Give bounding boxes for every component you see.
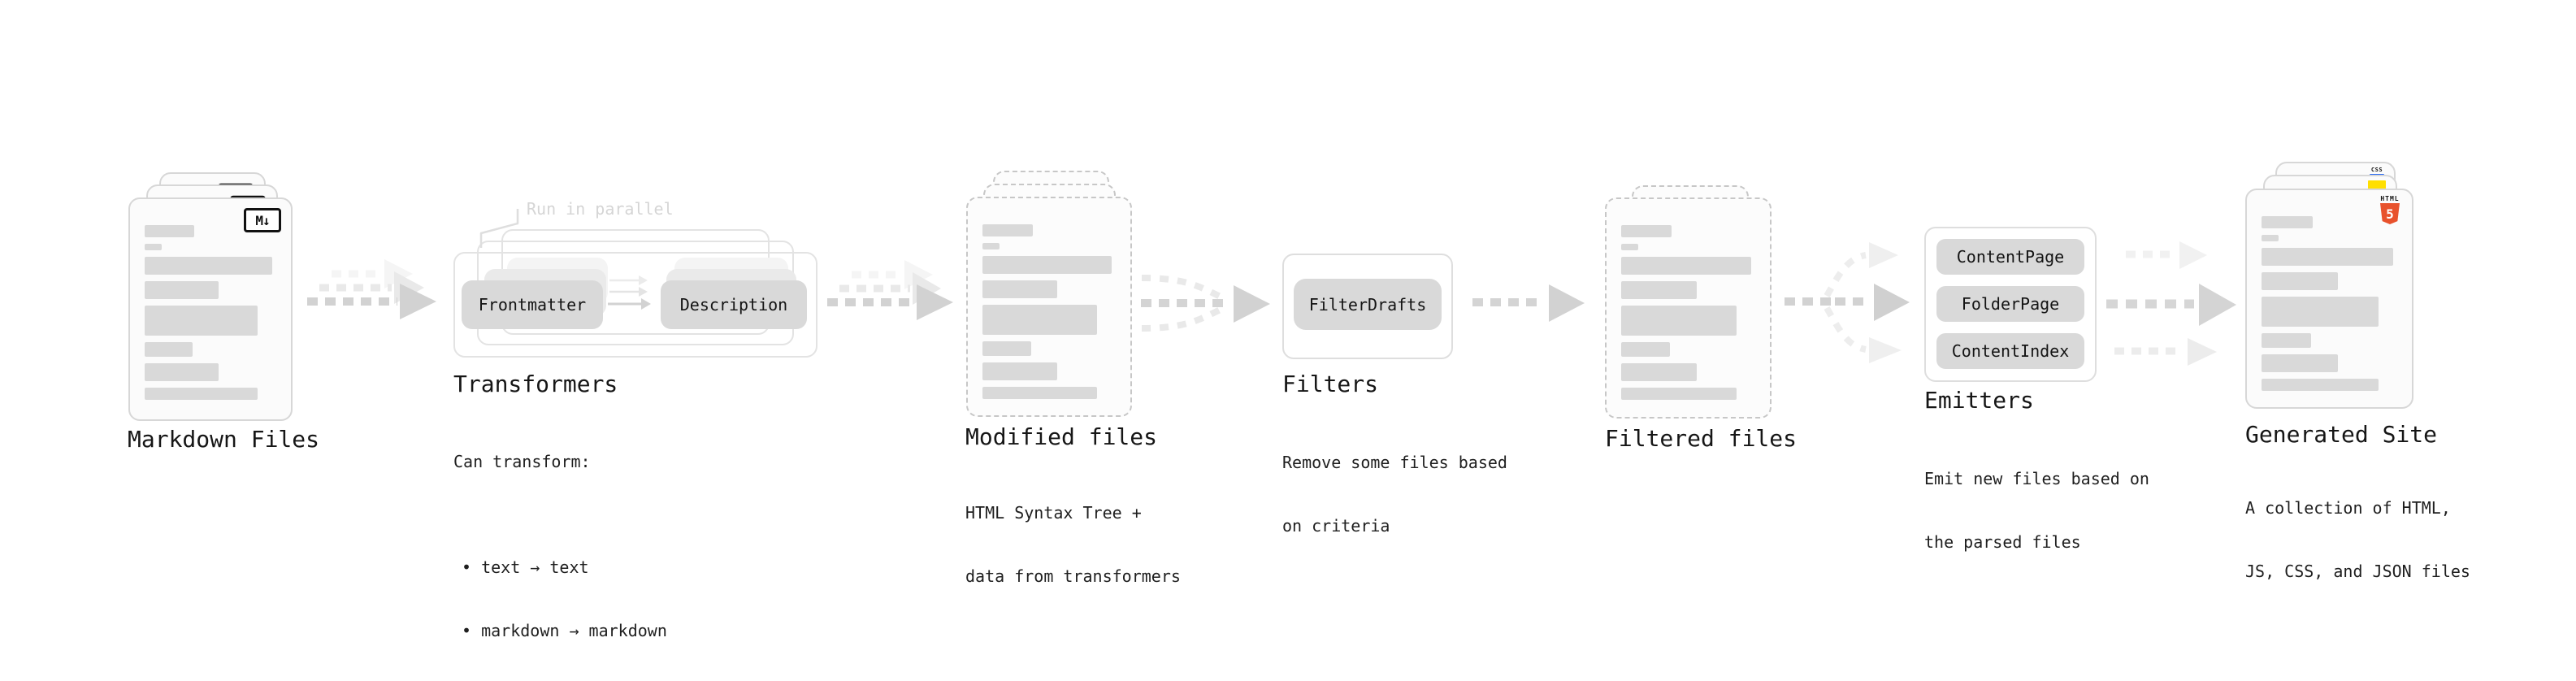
file-content-bars [145,225,275,406]
html5-icon-word: HTML [2380,195,2400,202]
js-icon [2368,180,2386,190]
emitters-subtitle-line: Emit new files based on [1924,469,2149,488]
generated-site-subtitle: A collection of HTML, JS, CSS, and JSON … [2245,455,2470,624]
css-icon-label: CSS [2370,167,2383,173]
folderpage-chip: FolderPage [1936,286,2084,322]
modified-files-subtitle-line: HTML Syntax Tree + [965,503,1142,523]
filters-title: Filters [1282,371,1379,397]
filtered-file-card-front [1605,197,1772,419]
run-in-parallel-note: Run in parallel [527,199,674,219]
contentpage-chip: ContentPage [1936,239,2084,275]
html5-icon: HTML 5 [2379,195,2400,224]
markdown-file-card-front: M↓ [128,197,293,421]
modified-files-subtitle: HTML Syntax Tree + data from transformer… [965,460,1181,629]
transformer-box-front [453,252,817,358]
arrow-filtered-to-emitters [1785,242,1910,363]
emitters-title: Emitters [1924,387,2034,414]
file-content-bars [982,224,1114,406]
html5-icon-number: 5 [2386,206,2394,222]
modified-file-card-front [966,197,1132,417]
arrow-markdown-to-transformers [307,259,436,319]
html5-icon-shield: 5 [2380,203,2400,224]
filters-subtitle: Remove some files based on criteria [1282,410,1507,579]
file-content-bars [1621,225,1754,406]
arrow-filters-to-filtered [1472,284,1585,322]
arrow-modified-to-filters [1141,275,1270,332]
transform-bullet: • markdown → markdown [462,621,667,640]
markdown-icon: M↓ [244,208,281,232]
html-file-card: HTML 5 [2245,189,2413,409]
modified-files-label: Modified files [965,423,1158,450]
can-transform-heading: Can transform: [453,452,591,471]
filtered-files-label: Filtered files [1605,425,1798,452]
transformers-description: Can transform: • text → text • markdown … [453,409,667,681]
description-chip: Description [661,280,807,329]
filterdrafts-chip: FilterDrafts [1294,279,1442,330]
file-content-bars [2262,216,2396,397]
contentindex-chip: ContentIndex [1936,333,2084,369]
frontmatter-chip: Frontmatter [462,280,603,329]
emitters-box: ContentPage FolderPage ContentIndex [1924,227,2097,382]
filters-subtitle-line: on criteria [1282,516,1390,536]
emitters-subtitle-line: the parsed files [1924,532,2081,552]
arrow-emitters-to-site [2106,241,2236,366]
modified-files-subtitle-line: data from transformers [965,566,1181,586]
generated-site-subtitle-line: JS, CSS, and JSON files [2245,562,2470,581]
filters-subtitle-line: Remove some files based [1282,453,1507,472]
arrow-transformers-to-modified [827,260,953,320]
transformers-title: Transformers [453,371,618,397]
markdown-files-label: Markdown Files [128,426,320,453]
transform-bullet: • text → text [462,557,589,577]
generated-site-label: Generated Site [2245,421,2438,448]
generated-site-subtitle-line: A collection of HTML, [2245,498,2451,518]
emitters-subtitle: Emit new files based on the parsed files [1924,426,2149,595]
